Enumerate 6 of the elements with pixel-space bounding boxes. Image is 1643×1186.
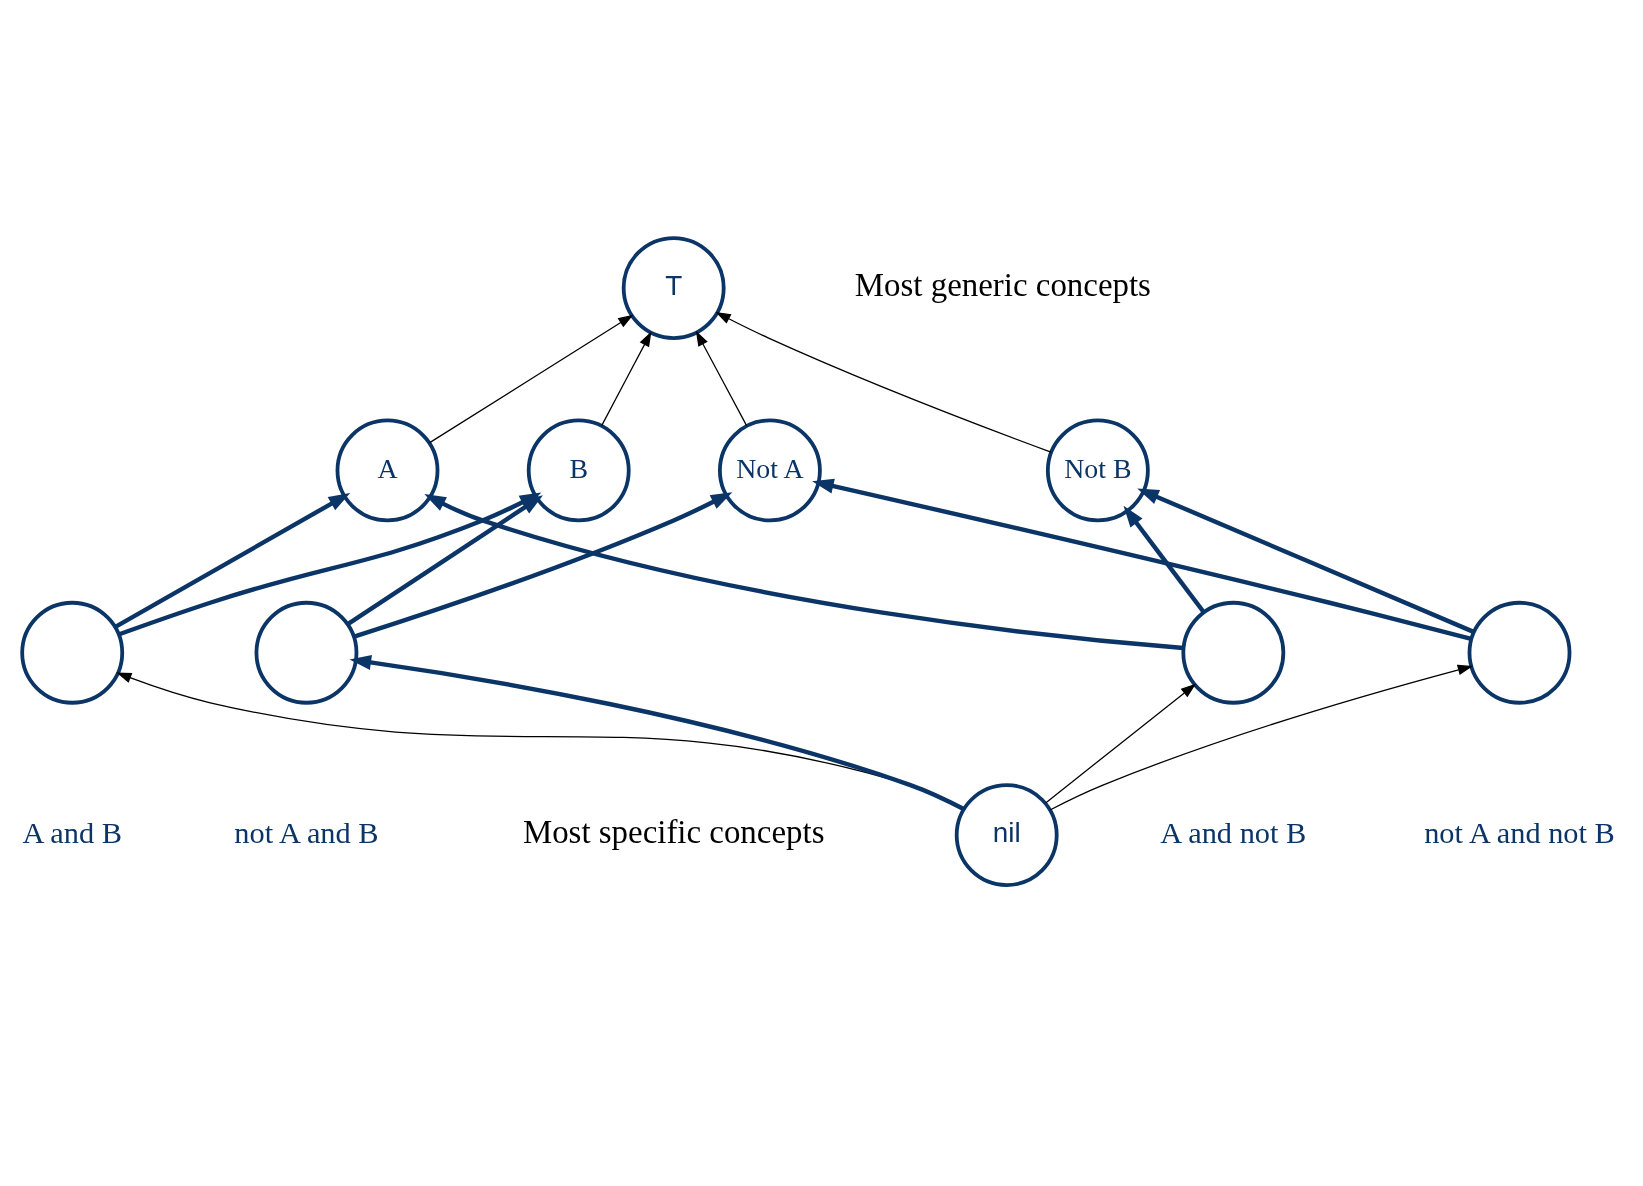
node-label: not A and not B <box>1424 815 1615 850</box>
node-label: A and B <box>22 815 122 850</box>
node-label: A and not B <box>1160 815 1307 850</box>
label: Most generic concepts <box>854 266 1151 303</box>
label: Most specific concepts <box>522 813 825 850</box>
node-label: not A and B <box>234 815 379 850</box>
